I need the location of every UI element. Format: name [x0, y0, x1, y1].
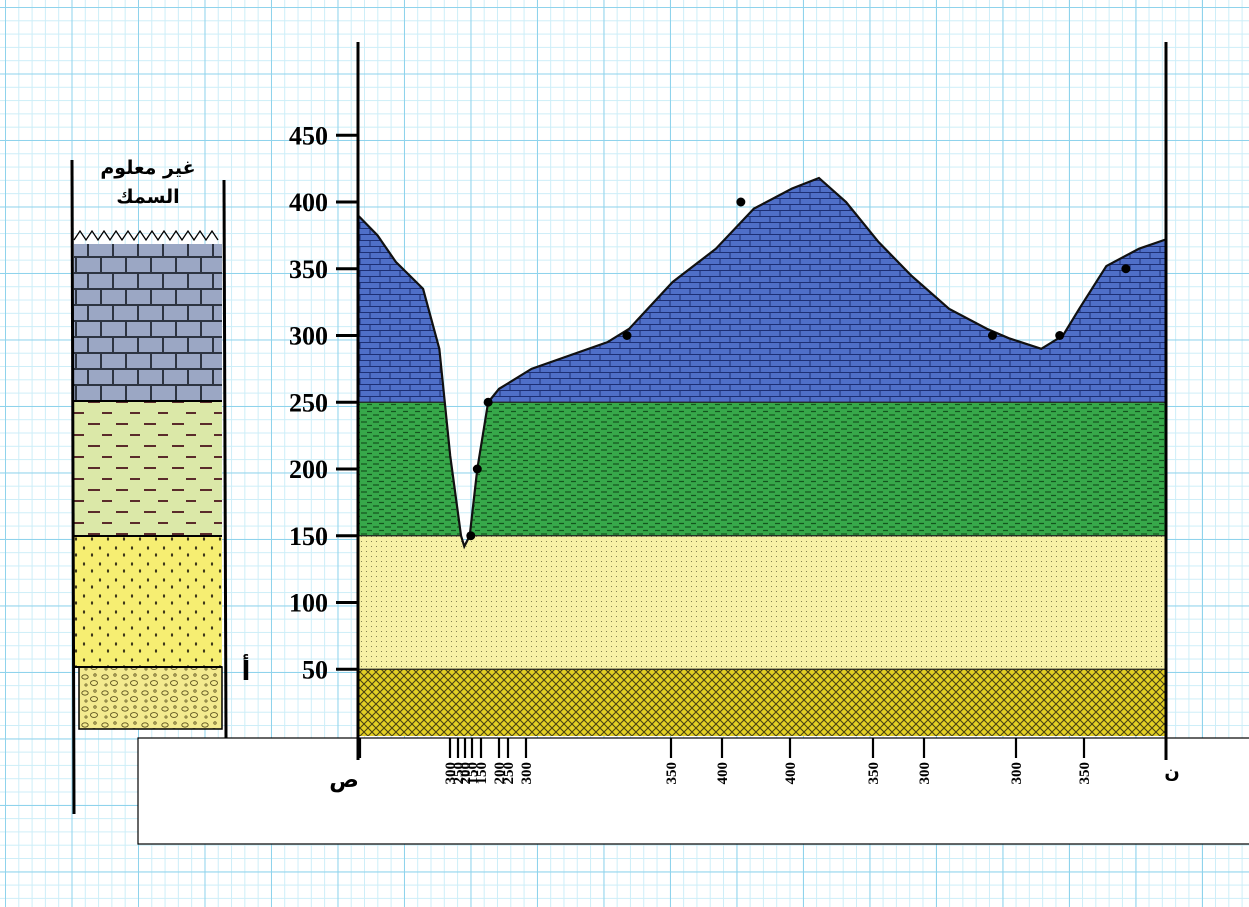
surface-point [987, 331, 997, 340]
elevation-tick-label: 450 [289, 121, 328, 150]
column-right-border [222, 179, 228, 739]
elevation-tick-label: 100 [289, 589, 328, 618]
column-caption-line2: السمك [116, 186, 179, 208]
surface-point [466, 531, 476, 541]
elevation-tick-label: 300 [289, 322, 328, 351]
section-layer-sandstone [358, 535, 1166, 670]
unconformity-symbol [73, 229, 219, 242]
point-a-label: أ [242, 654, 251, 687]
profile-tick-label: 400 [783, 762, 799, 785]
elevation-tick-label: 200 [289, 455, 328, 484]
surface-markers [466, 197, 1131, 541]
section-layer-limestone [358, 177, 1166, 403]
elevation-tick-label: 350 [289, 255, 328, 284]
profile-tick-label: 200 [458, 762, 474, 785]
layers-under-surface [358, 177, 1166, 736]
profile-tick-label: 350 [664, 762, 680, 785]
column-caption-line1: غير معلوم [100, 157, 195, 179]
elevation-axis-ticks: 50 100 150 200 250 300 350 400 450 [289, 121, 358, 684]
profile-label-box [137, 737, 1249, 845]
profile-tick-label: 350 [866, 762, 882, 785]
profile-tick-label: 300 [1009, 762, 1025, 785]
column-layer-limestone [74, 244, 222, 401]
column-layer-sandstone [74, 536, 222, 667]
profile-tick-label: 300 [917, 762, 933, 785]
surface-point [1121, 264, 1131, 274]
profile-tick-label: 250 [501, 762, 517, 785]
profile-tick-label: 300 [443, 762, 459, 785]
column-layer-shale [74, 401, 222, 536]
profile-tick-label: 300 [519, 762, 535, 785]
elevation-tick-label: 250 [289, 388, 328, 417]
stratigraphic-column: غير معلوم السمك أ [70, 157, 251, 815]
surface-point [622, 331, 632, 340]
column-left-border [70, 159, 76, 815]
column-boundaries [74, 400, 222, 668]
surface-point [736, 197, 746, 207]
section-layer-conglomerate [358, 669, 1166, 736]
profile-tick-label: 350 [1077, 762, 1093, 785]
profile-label-left: ص [329, 768, 359, 793]
surface-point [1055, 331, 1065, 340]
surface-point [483, 397, 493, 407]
profile-tick-label: 150 [465, 762, 481, 785]
profile-tick-label: 150 [474, 762, 490, 785]
column-layer-conglomerate [78, 666, 223, 730]
profile-tick-label: 400 [715, 762, 731, 785]
profile-tick-label: 200 [492, 762, 508, 785]
topographic-surface-line [357, 176, 1167, 550]
profile-tick-label: 250 [451, 762, 467, 785]
profile-label-right: ن [1164, 762, 1179, 783]
section-layer-shale [358, 402, 1166, 536]
elevation-tick-label: 50 [302, 655, 328, 684]
surface-point [472, 464, 482, 474]
section-layers [358, 177, 1166, 736]
elevation-tick-label: 150 [289, 522, 328, 551]
elevation-tick-label: 400 [289, 188, 328, 217]
